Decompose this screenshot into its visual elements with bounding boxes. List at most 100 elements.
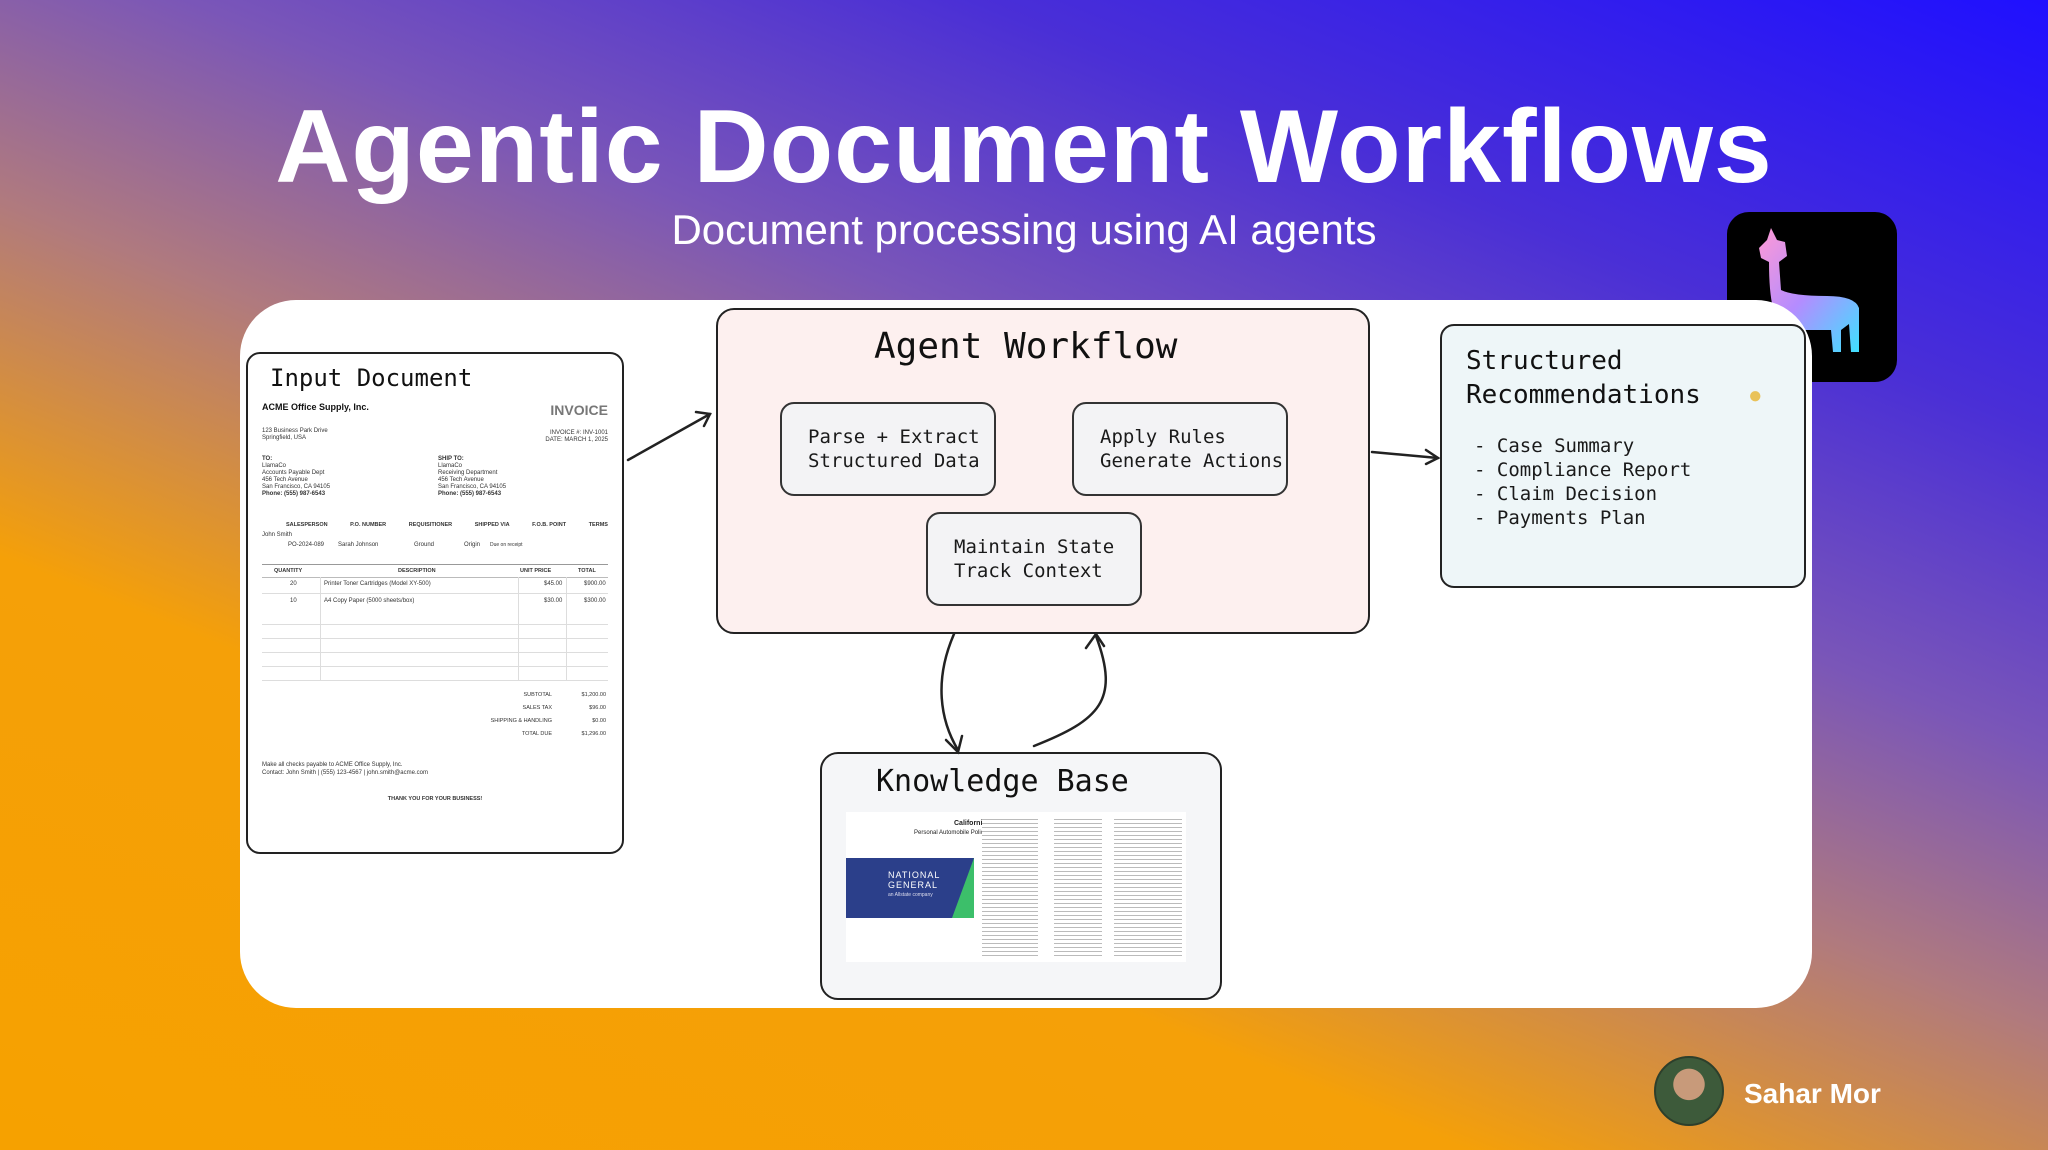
invoice-contact: Contact: John Smith | (555) 123-4567 | j… <box>262 770 428 776</box>
slide-title: Agentic Document Workflows <box>275 89 1773 205</box>
item-cell: $300.00 <box>584 598 606 604</box>
lightbulb-icon: ● <box>1748 382 1763 409</box>
total-label: SHIPPING & HANDLING <box>490 718 552 724</box>
list-item: - Claim Decision <box>1474 483 1658 505</box>
invoice-note: Make all checks payable to ACME Office S… <box>262 762 403 768</box>
invoice-thanks: THANK YOU FOR YOUR BUSINESS! <box>387 796 483 802</box>
meta-header: REQUISITIONER <box>408 522 453 528</box>
to-line: San Francisco, CA 94105 <box>262 484 331 490</box>
item-header: QUANTITY <box>274 568 303 574</box>
agent-workflow-title: Agent Workflow <box>874 326 1178 367</box>
brand-line: NATIONAL <box>888 870 941 880</box>
item-cell: A4 Copy Paper (5000 sheets/box) <box>324 598 415 604</box>
invoice-address-2: Springfield, USA <box>262 435 307 441</box>
invoice: ACME Office Supply, Inc. INVOICE 123 Bus… <box>262 402 608 842</box>
meta-header-row: SALESPERSON P.O. NUMBER REQUISITIONER SH… <box>286 522 608 528</box>
policy-document-preview: California Personal Automobile Policy NA… <box>846 812 1186 962</box>
meta-header: SHIPPED VIA <box>474 522 510 528</box>
ship-line: Phone: (555) 987-6543 <box>438 491 502 497</box>
list-item: - Payments Plan <box>1474 507 1646 529</box>
item-cell: 20 <box>290 581 297 587</box>
brand-line: GENERAL <box>888 880 939 890</box>
diagram-canvas: Input Document ACME Office Supply, Inc. … <box>240 300 1812 1008</box>
policy-title: California <box>954 820 987 827</box>
item-cell: $30.00 <box>544 598 563 604</box>
knowledge-base-title: Knowledge Base <box>876 764 1129 799</box>
step-line: Maintain State <box>954 536 1115 558</box>
ship-block: LlamaCo Receiving Department 456 Tech Av… <box>438 463 506 498</box>
meta-value: John Smith <box>262 532 293 538</box>
to-block: LlamaCo Accounts Payable Dept 456 Tech A… <box>262 463 330 498</box>
input-document-card: Input Document ACME Office Supply, Inc. … <box>246 352 624 854</box>
knowledge-base-box: Knowledge Base California Personal Autom… <box>820 752 1222 1000</box>
apply-rules-step: Apply Rules Generate Actions <box>1072 402 1288 496</box>
meta-value: PO-2024-089 <box>288 542 325 548</box>
invoice-heading: INVOICE <box>550 402 608 418</box>
meta-header: F.O.B. POINT <box>532 522 567 528</box>
recommendations-title-line1: Structured <box>1466 346 1623 376</box>
total-value: $1,296.00 <box>581 731 606 737</box>
arrow-icon <box>1424 448 1441 466</box>
meta-value: Ground <box>414 542 435 548</box>
recommendations-title-line2: Recommendations <box>1466 380 1701 410</box>
policy-text-columns <box>982 816 1182 956</box>
to-line: Phone: (555) 987-6543 <box>262 491 326 497</box>
arrow-icon <box>626 412 712 462</box>
item-header: UNIT PRICE <box>520 568 552 574</box>
item-cell: $45.00 <box>544 581 563 587</box>
arrow-icon <box>940 632 960 752</box>
meta-value: Due on receipt <box>490 542 523 548</box>
arrow-icon <box>694 410 712 428</box>
recommendations-list: - Case Summary - Compliance Report - Cla… <box>1474 434 1691 530</box>
invoice-address-1: 123 Business Park Drive <box>262 428 328 434</box>
recommendations-box: Structured Recommendations ● - Case Summ… <box>1440 324 1806 588</box>
author-avatar <box>1654 1056 1724 1126</box>
total-value: $0.00 <box>592 718 606 724</box>
author-name: Sahar Mor <box>1744 1078 1881 1109</box>
invoice-company: ACME Office Supply, Inc. <box>262 402 369 412</box>
meta-header: P.O. NUMBER <box>350 522 387 528</box>
ship-line: San Francisco, CA 94105 <box>438 484 507 490</box>
invoice-date: DATE: MARCH 1, 2025 <box>545 437 608 443</box>
meta-header: TERMS <box>588 522 608 528</box>
ship-line: Receiving Department <box>438 470 498 476</box>
total-value: $1,200.00 <box>581 692 606 698</box>
to-line: LlamaCo <box>262 463 287 469</box>
total-value: $96.00 <box>589 705 606 711</box>
step-line: Structured Data <box>808 450 980 472</box>
arrow-icon <box>1370 450 1440 460</box>
parse-extract-step: Parse + Extract Structured Data <box>780 402 996 496</box>
invoice-number: INVOICE #: INV-1001 <box>549 430 608 436</box>
to-line: Accounts Payable Dept <box>262 470 325 476</box>
meta-header: SALESPERSON <box>286 522 328 528</box>
total-label: TOTAL DUE <box>521 731 552 737</box>
brand-line: an Allstate company <box>888 892 933 898</box>
step-line: Generate Actions <box>1100 450 1284 472</box>
arrow-icon <box>1084 631 1106 650</box>
ship-to-label: SHIP TO: <box>438 456 464 462</box>
total-label: SALES TAX <box>522 705 552 711</box>
item-header: TOTAL <box>578 568 596 574</box>
to-line: 456 Tech Avenue <box>262 477 308 483</box>
arrow-icon <box>944 734 964 755</box>
list-item: - Compliance Report <box>1474 459 1692 481</box>
ship-line: LlamaCo <box>438 463 463 469</box>
item-table: QUANTITY DESCRIPTION UNIT PRICE TOTAL 20… <box>262 564 608 685</box>
item-header: DESCRIPTION <box>398 568 436 574</box>
step-line: Parse + Extract <box>808 426 980 448</box>
agent-workflow-box: Agent Workflow Parse + Extract Structure… <box>716 308 1370 634</box>
list-item: - Case Summary <box>1474 435 1635 457</box>
item-cell: 10 <box>290 598 297 604</box>
slide-subtitle: Document processing using AI agents <box>671 206 1377 253</box>
item-cell: Printer Toner Cartridges (Model XY-500) <box>324 581 431 587</box>
to-label: TO: <box>262 456 273 462</box>
national-general-banner: NATIONAL GENERAL an Allstate company <box>846 858 974 918</box>
step-line: Apply Rules <box>1100 426 1226 448</box>
policy-subtitle: Personal Automobile Policy <box>914 830 987 836</box>
meta-value: Origin <box>464 542 481 548</box>
total-label: SUBTOTAL <box>523 692 552 698</box>
arrow-icon <box>1032 634 1107 748</box>
totals: SUBTOTAL $1,200.00 SALES TAX $96.00 SHIP… <box>458 692 608 744</box>
ship-line: 456 Tech Avenue <box>438 477 484 483</box>
step-line: Track Context <box>954 560 1103 582</box>
